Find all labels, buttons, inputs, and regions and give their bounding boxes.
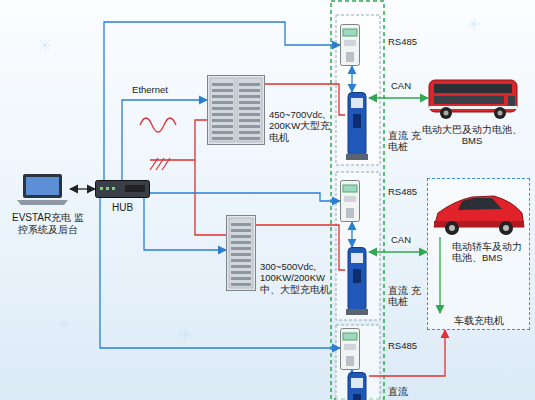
- charger-cabinet: 450~700Vdc, 200KW大型充电机: [207, 75, 265, 145]
- unit-box: [336, 15, 380, 165]
- node-sublabel: 车载充电机: [454, 315, 524, 326]
- node-label: 直流: [388, 386, 422, 397]
- node-label: 直流 充电桩: [388, 130, 422, 153]
- illustration: [345, 92, 369, 160]
- electric-car-group: 电动轿车及动力电池、BMS 车载充电机: [427, 178, 530, 330]
- node-label: 450~700Vdc, 200KW大型充电机: [269, 109, 333, 143]
- dc-charging-pile: 直流: [345, 372, 369, 400]
- edge-label: CAN: [389, 81, 413, 91]
- illustration: [207, 75, 265, 145]
- unit-box: [336, 172, 380, 320]
- node-label: 电动轿车及动力电池、BMS: [452, 241, 526, 264]
- connector: [104, 22, 340, 180]
- connector: [122, 100, 207, 180]
- connector: [144, 198, 226, 250]
- node-label: RS485: [388, 36, 428, 47]
- illustration: [340, 328, 360, 370]
- illustration: [340, 24, 360, 66]
- edge-label: CAN: [389, 235, 413, 245]
- energy-meter: RS485: [340, 328, 360, 370]
- network-hub: HUB: [95, 180, 150, 198]
- connector: [351, 370, 352, 372]
- connector: [351, 66, 352, 92]
- connector: [100, 198, 340, 348]
- illustration: [95, 180, 150, 198]
- node-label: 直流 充电桩: [388, 285, 422, 308]
- illustration: [15, 172, 70, 207]
- monitor-laptop: EVSTAR充电 监控系统及后台: [15, 172, 70, 207]
- illustration: [340, 180, 360, 222]
- node-label: 电动大巴及动力电池、BMS: [422, 124, 522, 147]
- connector: [369, 251, 427, 252]
- illustration: [345, 247, 369, 315]
- snowflakes: [38, 18, 480, 342]
- energy-meter: RS485: [340, 24, 360, 66]
- illustration: [226, 215, 256, 291]
- charger-cabinet: 300~500Vdc, 100KW/200KW 中、大型充电机: [226, 215, 256, 291]
- node-label: EVSTAR充电 监控系统及后台: [7, 212, 89, 236]
- illustration: [345, 372, 369, 400]
- node-label: HUB: [107, 202, 138, 214]
- illustration: [428, 78, 520, 120]
- connector: [369, 330, 445, 376]
- node-label: 300~500Vdc, 100KW/200KW 中、大型充电机: [260, 261, 334, 295]
- dc-charging-pile: 直流 充电桩: [345, 247, 369, 315]
- connector: [70, 188, 95, 189]
- connector: [369, 97, 428, 98]
- connector: [351, 222, 352, 247]
- connector: [150, 193, 340, 201]
- node-label: RS485: [388, 340, 428, 351]
- electric-bus: 电动大巴及动力电池、BMS: [428, 78, 520, 120]
- dc-charging-pile: 直流 充电桩: [345, 92, 369, 160]
- node-label: RS485: [388, 186, 428, 197]
- edge-label: Ethernet: [130, 85, 170, 95]
- energy-meter: RS485: [340, 180, 360, 222]
- ac-wave: [140, 118, 176, 132]
